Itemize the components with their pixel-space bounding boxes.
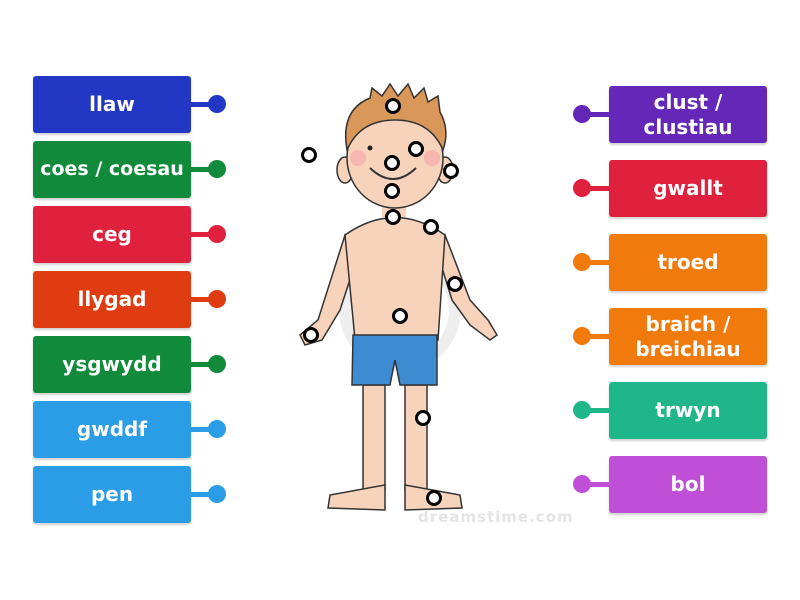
connector-knob[interactable] xyxy=(208,95,226,113)
label-text-line2: clustiau xyxy=(643,114,733,139)
label-tile-bol[interactable]: bol xyxy=(609,456,767,513)
label-tile-trwyn[interactable]: trwyn xyxy=(609,382,767,439)
connector-knob[interactable] xyxy=(208,160,226,178)
target-nose[interactable] xyxy=(384,155,400,171)
connector-knob[interactable] xyxy=(573,475,591,493)
label-text: bol xyxy=(670,472,706,496)
label-tile-gwddf[interactable]: gwddf xyxy=(33,401,191,458)
connector xyxy=(190,167,212,172)
connector xyxy=(190,427,212,432)
label-text-line1: braich / xyxy=(645,311,731,336)
label-tile-llygad[interactable]: llygad xyxy=(33,271,191,328)
target-belly[interactable] xyxy=(392,308,408,324)
target-ear[interactable] xyxy=(443,163,459,179)
target-outside-left[interactable] xyxy=(301,147,317,163)
target-hand[interactable] xyxy=(303,327,319,343)
target-foot[interactable] xyxy=(426,490,442,506)
connector-knob[interactable] xyxy=(208,225,226,243)
label-tile-ysgwydd[interactable]: ysgwydd xyxy=(33,336,191,393)
label-text: pen xyxy=(90,482,134,506)
label-text: llaw xyxy=(89,92,135,116)
connector xyxy=(190,492,212,497)
label-text: ysgwydd xyxy=(62,352,162,376)
target-leg[interactable] xyxy=(415,410,431,426)
label-text: trwyn xyxy=(655,398,721,422)
target-mouth[interactable] xyxy=(384,183,400,199)
label-tile-ceg[interactable]: ceg xyxy=(33,206,191,263)
connector-knob[interactable] xyxy=(573,179,591,197)
connector xyxy=(190,297,212,302)
connector-knob[interactable] xyxy=(208,485,226,503)
label-tile-pen[interactable]: pen xyxy=(33,466,191,523)
label-text: gwddf xyxy=(76,417,148,441)
connector-knob[interactable] xyxy=(208,420,226,438)
label-tile-gwallt[interactable]: gwallt xyxy=(609,160,767,217)
label-text: troed xyxy=(657,250,719,274)
label-text: gwallt xyxy=(653,176,723,200)
label-tile-clust[interactable]: clust / clustiau xyxy=(609,86,767,143)
label-text: llygad xyxy=(77,287,147,311)
target-neck[interactable] xyxy=(385,209,401,225)
connector xyxy=(588,186,610,191)
target-eye[interactable] xyxy=(408,141,424,157)
connector-knob[interactable] xyxy=(573,253,591,271)
connector-knob[interactable] xyxy=(208,290,226,308)
label-text: ceg xyxy=(92,222,132,246)
body-illustration xyxy=(299,82,498,511)
label-tile-coes[interactable]: coes / coesau xyxy=(33,141,191,198)
label-text: coes / coesau xyxy=(40,158,184,180)
label-text-line1: clust / xyxy=(653,89,723,114)
watermark: dreamstime.com xyxy=(418,508,574,526)
label-tile-troed[interactable]: troed xyxy=(609,234,767,291)
connector xyxy=(190,362,212,367)
target-hair[interactable] xyxy=(385,98,401,114)
connector-knob[interactable] xyxy=(573,105,591,123)
connector-knob[interactable] xyxy=(573,327,591,345)
label-tile-llaw[interactable]: llaw xyxy=(33,76,191,133)
connector xyxy=(588,112,610,117)
connector xyxy=(190,232,212,237)
target-arm[interactable] xyxy=(447,276,463,292)
connector xyxy=(588,482,610,487)
target-shoulder[interactable] xyxy=(423,219,439,235)
connector-knob[interactable] xyxy=(573,401,591,419)
connector xyxy=(190,102,212,107)
connector xyxy=(588,260,610,265)
connector xyxy=(588,408,610,413)
connector xyxy=(588,334,610,339)
label-tile-braich[interactable]: braich / breichiau xyxy=(609,308,767,365)
connector-knob[interactable] xyxy=(208,355,226,373)
label-text-line2: breichiau xyxy=(635,336,741,361)
